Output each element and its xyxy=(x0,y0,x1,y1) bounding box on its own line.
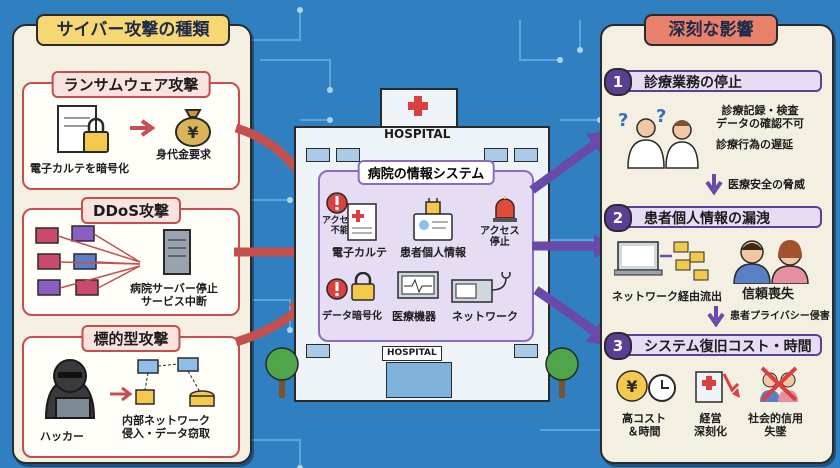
impact-1-title: 診療業務の停止 xyxy=(644,75,742,91)
impact-3-number: 3 xyxy=(604,332,632,360)
window xyxy=(306,344,330,358)
patient-info-label: 患者個人情報 xyxy=(400,246,466,259)
impact-1-number: 1 xyxy=(604,68,632,96)
hospital-system-title: 病院の情報システム xyxy=(357,160,495,185)
impacts-title: 深刻な影響 xyxy=(644,14,778,46)
impact-3-line-1: 高コスト ＆時間 xyxy=(622,412,666,438)
data-leak-icon xyxy=(614,241,709,281)
ddos-title: DDoS攻撃 xyxy=(80,197,182,224)
hacker-icon xyxy=(44,359,96,419)
confused-doctors-icon: ? ? xyxy=(618,106,699,169)
window xyxy=(484,148,508,162)
impact-3-line-2: 経営 深刻化 xyxy=(694,412,727,438)
crossed-handshake-icon xyxy=(760,366,798,402)
padlock-icon xyxy=(351,272,375,301)
alarm-light-icon xyxy=(493,196,517,222)
attack-types-title: サイバー攻撃の種類 xyxy=(36,14,230,46)
svg-text:¥: ¥ xyxy=(187,123,198,142)
impact-3-title: システム復旧コスト・時間 xyxy=(644,339,812,355)
hospital-cross-icon xyxy=(408,96,428,116)
window xyxy=(306,148,330,162)
medical-record-icon xyxy=(347,203,377,241)
entrance-door xyxy=(386,362,452,398)
id-card-lock-icon xyxy=(413,198,453,241)
impact-2-number: 2 xyxy=(604,204,632,232)
hospital-system-panel: 病院の情報システム アクセス 不能 電子カルテ 患者個人情報 アクセス 停止 デ… xyxy=(318,160,534,342)
warning-icon xyxy=(326,278,348,300)
network-label: ネットワーク xyxy=(452,310,518,323)
impact-3-line-3: 社会的信用 失墜 xyxy=(748,412,803,438)
down-arrow-icon xyxy=(707,306,725,328)
impact-2-header: 2 患者個人情報の漏洩 xyxy=(604,204,822,232)
server-icon xyxy=(163,229,191,275)
window xyxy=(514,344,538,358)
locked-document-icon xyxy=(57,105,109,153)
money-bag-icon: ¥ xyxy=(175,109,211,147)
hospital-sign: HOSPITAL xyxy=(384,127,451,141)
hospital-bottom-sign: HOSPITAL xyxy=(382,346,442,361)
coin-clock-icon: ¥ xyxy=(616,370,676,402)
impact-1-line-1: 診療記録・検査 データの確認不可 xyxy=(716,104,804,130)
medical-monitor-icon xyxy=(397,271,439,299)
network-device-icon xyxy=(451,272,511,303)
ransomware-card: ランサムウェア攻撃 ¥ 電子カルテを暗号化 身代金要求 xyxy=(22,71,240,190)
impact-2-line-2: 信頼喪失 xyxy=(742,287,795,302)
emr-label: 電子カルテ xyxy=(332,246,387,259)
svg-text:¥: ¥ xyxy=(626,377,637,396)
ransomware-label-left: 電子カルテを暗号化 xyxy=(30,162,129,175)
access-stop-label: アクセス 停止 xyxy=(480,226,520,248)
worried-patients-icon xyxy=(733,240,809,284)
medical-devices-label: 医療機器 xyxy=(392,310,436,323)
svg-text:?: ? xyxy=(618,110,628,131)
impact-2-line-3: 患者プライバシー侵害 xyxy=(730,311,830,322)
data-encrypt-label: データ暗号化 xyxy=(322,311,382,322)
warning-icon xyxy=(326,192,348,214)
tree-icon xyxy=(545,347,579,398)
hospital-decline-icon xyxy=(695,371,740,403)
impact-1-line-2: 診療行為の遅延 xyxy=(716,138,793,151)
computers-icon xyxy=(35,225,141,296)
down-arrow-icon xyxy=(705,174,723,196)
svg-text:?: ? xyxy=(656,106,666,127)
window xyxy=(514,148,538,162)
impact-3-header: 3 システム復旧コスト・時間 xyxy=(604,332,822,360)
network-intrusion-icon xyxy=(110,357,215,407)
targeted-label-right: 内部ネットワーク 侵入・データ窃取 xyxy=(122,414,210,440)
impact-2-title: 患者個人情報の漏洩 xyxy=(644,211,770,227)
impact-1-header: 1 診療業務の停止 xyxy=(604,68,822,96)
impact-2-line-1: ネットワーク経由流出 xyxy=(612,290,722,303)
targeted-label-left: ハッカー xyxy=(40,430,84,443)
window xyxy=(336,148,360,162)
targeted-attack-card: 標的型攻撃 ハッカー 内部ネットワーク 侵入・データ窃取 xyxy=(22,325,240,458)
ddos-card: DDoS攻撃 病院サーバー停止 サービス中断 xyxy=(22,197,240,316)
arrow-right-icon xyxy=(130,119,156,137)
ddos-label: 病院サーバー停止 サービス中断 xyxy=(130,282,218,308)
ransomware-title: ランサムウェア攻撃 xyxy=(51,71,211,98)
access-denied-label: アクセス 不能 xyxy=(322,216,358,236)
ransomware-label-right: 身代金要求 xyxy=(156,148,211,161)
targeted-attack-title: 標的型攻撃 xyxy=(81,325,181,352)
impact-1-line-3: 医療安全の脅威 xyxy=(728,178,805,191)
tree-icon xyxy=(265,347,299,398)
